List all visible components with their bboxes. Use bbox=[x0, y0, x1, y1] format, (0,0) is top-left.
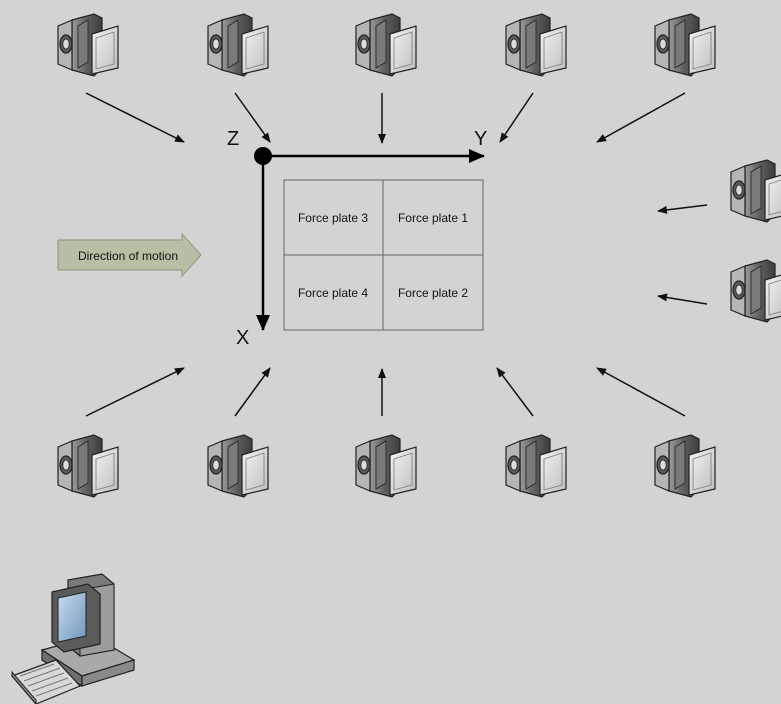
video-camera-icon bbox=[207, 434, 269, 498]
force-plate-1-label: Force plate 1 bbox=[398, 211, 468, 225]
view-arrow bbox=[85, 92, 185, 143]
view-arrow bbox=[85, 367, 185, 417]
force-plate-3-label: Force plate 3 bbox=[298, 211, 368, 225]
x-axis-label: X bbox=[236, 327, 249, 349]
video-camera-icon bbox=[355, 434, 417, 498]
video-camera-icon bbox=[207, 13, 269, 77]
direction-of-motion-arrow: Direction of motion bbox=[57, 232, 202, 278]
video-camera-icon bbox=[730, 259, 781, 323]
force-plate-2-label: Force plate 2 bbox=[398, 286, 468, 300]
view-arrow bbox=[657, 204, 708, 214]
motion-arrow-shape bbox=[57, 232, 202, 278]
camera-view-arrows bbox=[85, 92, 708, 417]
view-arrow bbox=[596, 367, 686, 417]
video-camera-icon bbox=[57, 13, 119, 77]
z-axis-label: Z bbox=[227, 128, 239, 150]
view-arrow bbox=[596, 92, 686, 143]
direction-of-motion-label: Direction of motion bbox=[78, 249, 178, 263]
video-camera-icon bbox=[355, 13, 417, 77]
origin-dot bbox=[254, 147, 272, 165]
video-camera-icon bbox=[654, 434, 716, 498]
force-plate-4-label: Force plate 4 bbox=[298, 286, 368, 300]
desktop-computer-icon bbox=[10, 573, 136, 704]
video-camera-icon bbox=[730, 159, 781, 223]
view-arrow bbox=[499, 92, 534, 143]
video-camera-icon bbox=[505, 434, 567, 498]
view-arrow bbox=[234, 367, 271, 417]
force-plate-2 bbox=[382, 254, 484, 331]
video-camera-icon bbox=[505, 13, 567, 77]
video-camera-icon bbox=[654, 13, 716, 77]
video-camera-icon bbox=[57, 434, 119, 498]
view-arrow bbox=[234, 92, 271, 143]
y-axis-label: Y bbox=[474, 128, 487, 150]
view-arrow bbox=[496, 367, 534, 417]
force-plate-grid: Force plate 3 Force plate 1 Force plate … bbox=[283, 179, 484, 331]
coordinate-axes: Z Y X bbox=[227, 128, 487, 349]
view-arrow bbox=[657, 293, 708, 305]
